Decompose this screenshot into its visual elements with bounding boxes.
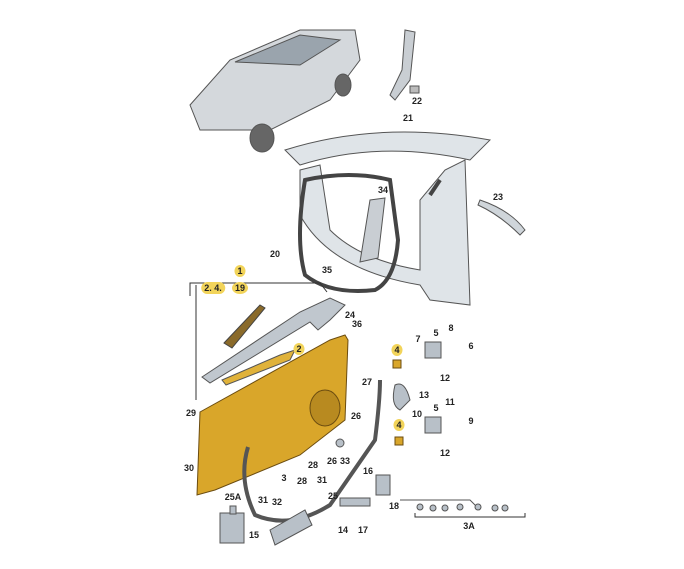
fastener-set [416,503,509,512]
small-parts [219,341,481,546]
part-label: 24 [344,310,356,320]
part-label: 13 [418,390,430,400]
window-guide-part [201,297,346,384]
part-label: 18 [388,501,400,511]
part-label: 8 [448,323,454,333]
pillar-cover-part [359,197,386,263]
part-label: 27 [361,377,373,387]
reinforcement-part [221,349,296,386]
part-label: 3 [281,473,287,483]
door-seal-part [298,173,401,293]
part-label: 29 [185,408,197,418]
part-label: 6 [468,341,474,351]
part-label: 17 [357,525,369,535]
part-label-highlighted: 2 [293,343,305,355]
speaker-opening [309,389,341,427]
car-illustration [189,29,361,153]
part-label: 35 [321,265,333,275]
part-label: 31 [257,495,269,505]
part-label: 25A [224,492,242,502]
part-label: 28 [296,476,308,486]
part-label: 26 [350,411,362,421]
part-label: 30 [183,463,195,473]
clip-part [409,85,420,94]
body-frame [284,131,526,306]
part-label: 12 [439,373,451,383]
fastener-set-bracket [414,513,526,518]
part-label: 14 [337,525,349,535]
part-label: 16 [362,466,374,476]
part-label: 5 [433,328,439,338]
part-label-highlighted: 19 [231,282,249,294]
door-panel-part [196,334,349,496]
part-label: 28 [307,460,319,470]
part-label: 11 [445,397,455,407]
pillar-trim-part [389,29,416,101]
part-label-highlighted: 4 [391,344,403,356]
part-label: 20 [269,249,281,259]
part-label: 21 [402,113,414,123]
part-label: 25 [327,491,339,501]
part-label: 7 [415,334,421,344]
part-label: 31 [316,475,328,485]
part-label: 34 [377,185,389,195]
part-label: 9 [468,416,474,426]
part-label: 3A [463,521,475,531]
part-label: 32 [271,497,283,507]
part-label: 22 [411,96,423,106]
clip-highlight-parts [392,359,404,446]
part-label-highlighted: 1 [234,265,246,277]
part-label: 15 [248,530,260,540]
part-label: 26 [326,456,338,466]
door-group-bracket [189,282,328,400]
part-label: 12 [439,448,451,458]
part-label: 10 [411,409,423,419]
part-label-highlighted: 4 [393,419,405,431]
window-seal-part [428,178,442,197]
part-label: 23 [492,192,504,202]
part-label-highlighted: 2. 4. [201,282,225,294]
insulation-part [223,304,266,349]
part-label: 5 [433,403,439,413]
part-label: 33 [339,456,351,466]
part-label: 36 [351,319,363,329]
